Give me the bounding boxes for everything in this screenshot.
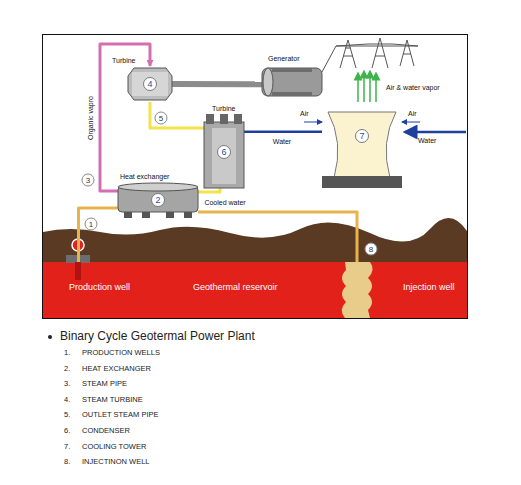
flow-label: Air: [408, 110, 417, 117]
injection-well: [342, 262, 373, 318]
callout-number: 3: [82, 174, 95, 187]
callout-number: 4: [143, 77, 157, 91]
pipe-connector: [244, 131, 322, 134]
callout-number: 1: [85, 218, 98, 231]
list-item: INJECTINON WELL: [82, 457, 150, 466]
list-item: PRODUCTION WELLS: [82, 348, 160, 357]
callout-number: 6: [217, 145, 231, 159]
list-number: 1.: [64, 348, 70, 357]
list-number: 4.: [64, 395, 70, 404]
list-item: CONDENSER: [82, 426, 130, 435]
callout-number: 2: [151, 193, 165, 207]
part-label: Heat exchanger: [120, 173, 169, 180]
list-number: 2.: [64, 364, 70, 373]
ground: [43, 218, 467, 262]
callout-number: 8: [365, 243, 378, 256]
pipe-connector: [198, 212, 357, 262]
pipe-label: Organic vapro: [87, 95, 94, 141]
region-label: Geothermal reservoir: [193, 282, 283, 292]
flow-label: Air: [300, 110, 309, 117]
list-number: 6.: [64, 426, 70, 435]
water-inlet: [405, 131, 466, 134]
condenser: Turbine6: [204, 114, 244, 188]
list-item: OUTLET STEAM PIPE: [82, 410, 159, 419]
part-label: Generator: [268, 55, 300, 62]
generator-shape: [262, 64, 322, 100]
list-item: STEAM PIPE: [82, 379, 127, 388]
pipe-connector: [79, 208, 119, 262]
list-number: 7.: [64, 442, 70, 451]
list-title: Binary Cycle Geotermal Power Plant: [60, 329, 255, 343]
list-item: HEAT EXCHANGER: [82, 364, 151, 373]
geothermal-reservoir: Production well Geothermal reservoir Injec…: [43, 262, 467, 318]
flow-label: Air & water vapor: [386, 84, 440, 91]
air-arrow: [304, 122, 322, 123]
list-number: 5.: [64, 410, 70, 419]
power-pylons: [322, 38, 418, 72]
cooling-tower-shape: [322, 112, 402, 188]
cooling-tower: 7: [322, 112, 402, 188]
list-number: 3.: [64, 379, 70, 388]
pipe-connector: [172, 81, 262, 87]
generator: Generator: [262, 64, 322, 100]
callout-number: 5: [155, 112, 168, 125]
vapor-arrows: [358, 74, 376, 102]
region-label: Production well: [69, 282, 139, 292]
part-label: Turbine: [112, 57, 135, 64]
part-label: Turbine: [212, 105, 235, 112]
pipe-connector: [150, 102, 204, 128]
pipe-label: Water: [272, 138, 292, 145]
frame: [43, 35, 468, 319]
heat-exchanger: Heat exchanger2: [118, 182, 198, 218]
reservoir-band: [43, 262, 467, 318]
turbine: Turbine4: [128, 66, 172, 102]
callout-number: 7: [355, 129, 369, 143]
list-bullet: [48, 335, 52, 339]
list-item: COOLING TOWER: [82, 442, 146, 451]
list-number: 8.: [64, 457, 70, 466]
flow-label: Water: [418, 137, 436, 144]
air-arrow: [402, 122, 420, 123]
region-label: Injection well: [403, 282, 461, 292]
pipe-connector: [198, 188, 220, 192]
pipe-label: Cooled water: [203, 199, 246, 206]
pipe-connector: [100, 44, 150, 191]
well-pipe: [75, 262, 81, 280]
list-item: STEAM TURBINE: [82, 395, 143, 404]
